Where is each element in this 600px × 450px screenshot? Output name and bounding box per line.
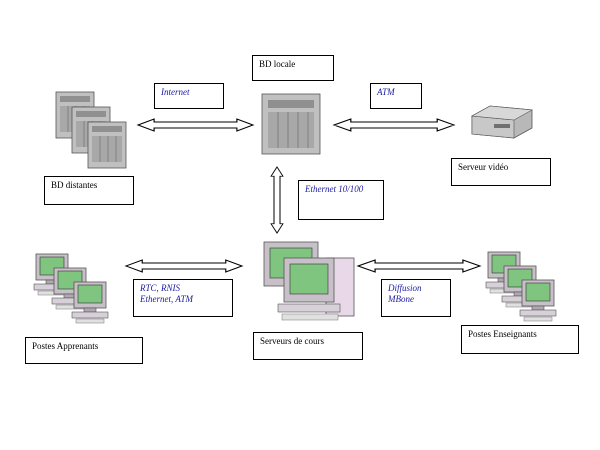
- node-label-postes-enseignants: Postes Enseignants: [461, 325, 579, 354]
- internet-text: Internet: [161, 87, 190, 97]
- node-label-bd-distantes: BD distantes: [44, 176, 134, 205]
- server-rack-icon: [261, 93, 321, 155]
- serveurs-de-cours-text: Serveurs de cours: [260, 336, 324, 346]
- arrow-ethernet-icon: [270, 166, 284, 234]
- arrow-rtc-icon: [125, 259, 243, 273]
- workstation-group-icon: [33, 253, 109, 324]
- link-label-rtc: RTC, RNIS Ethernet, ATM: [133, 279, 233, 317]
- diffusion-text-line2: MBone: [388, 294, 414, 304]
- server-rack-stack-icon: [55, 91, 127, 169]
- workstation-group-icon: [485, 251, 557, 322]
- link-label-ethernet: Ethernet 10/100: [298, 180, 384, 220]
- ethernet-text: Ethernet 10/100: [305, 184, 364, 194]
- node-label-serveur-video: Serveur vidéo: [451, 158, 551, 186]
- rtc-text-line2: Ethernet, ATM: [140, 294, 193, 304]
- postes-enseignants-text: Postes Enseignants: [468, 329, 537, 339]
- serveur-video-text: Serveur vidéo: [458, 162, 509, 172]
- link-label-diffusion: Diffusion MBone: [381, 279, 451, 317]
- diffusion-text-line1: Diffusion: [388, 283, 422, 293]
- video-server-icon: [471, 105, 533, 139]
- node-label-bd-locale: BD locale: [252, 55, 334, 81]
- node-label-postes-apprenants: Postes Apprenants: [25, 337, 143, 364]
- arrow-internet-icon: [137, 118, 254, 132]
- link-label-internet: Internet: [154, 83, 224, 109]
- node-label-serveurs-de-cours: Serveurs de cours: [253, 332, 363, 360]
- arrow-atm-icon: [333, 118, 455, 132]
- arrow-diffusion-icon: [357, 259, 481, 273]
- bd-locale-text: BD locale: [259, 59, 296, 69]
- link-label-atm: ATM: [370, 83, 422, 109]
- rtc-text-line1: RTC, RNIS: [140, 283, 181, 293]
- postes-apprenants-text: Postes Apprenants: [32, 341, 99, 351]
- bd-distantes-text: BD distantes: [51, 180, 98, 190]
- atm-text: ATM: [377, 87, 395, 97]
- course-server-icon: [263, 241, 355, 321]
